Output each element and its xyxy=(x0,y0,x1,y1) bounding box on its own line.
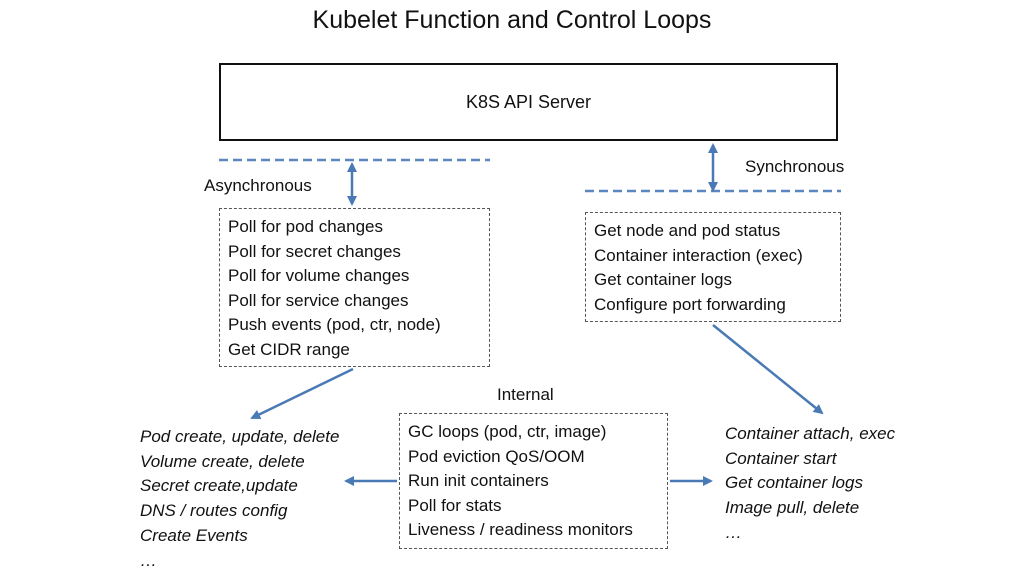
api-server-label: K8S API Server xyxy=(465,91,592,112)
sync-item: Container interaction (exec) xyxy=(594,245,803,265)
right-action-item: Get container logs xyxy=(725,473,863,493)
async-item: Get CIDR range xyxy=(228,339,350,359)
left-action-item: Volume create, delete xyxy=(140,451,305,471)
sync-item: Configure port forwarding xyxy=(594,294,786,314)
async-item: Poll for secret changes xyxy=(228,241,401,261)
synchronous-label: Synchronous xyxy=(745,157,845,176)
left-action-item: Pod create, update, delete xyxy=(140,427,340,446)
left-action-item: DNS / routes config xyxy=(140,501,288,521)
internal-label: Internal xyxy=(497,385,554,404)
asynchronous-label: Asynchronous xyxy=(204,176,312,195)
left-action-item: Create Events xyxy=(140,525,248,545)
internal-item: Run init containers xyxy=(408,471,549,490)
sync-to-right-arrow xyxy=(712,324,824,415)
async-item: Push events (pod, ctr, node) xyxy=(228,315,441,334)
sync-item: Get node and pod status xyxy=(594,221,781,240)
internal-item: Poll for stats xyxy=(408,495,502,515)
internal-item: GC loops (pod, ctr, image) xyxy=(408,422,607,441)
right-action-item: … xyxy=(725,522,742,542)
async-to-left-arrow xyxy=(250,367,354,420)
async-item: Poll for pod changes xyxy=(228,217,383,236)
internal-box: GC loops (pod, ctr, image) Pod eviction … xyxy=(399,413,668,549)
internal-item: Pod eviction QoS/OOM xyxy=(408,446,585,466)
left-action-item: … xyxy=(140,550,157,570)
internal-item: Liveness / readiness monitors xyxy=(408,520,633,539)
async-box: Poll for pod changes Poll for secret cha… xyxy=(219,208,490,367)
diagram-title: Kubelet Function and Control Loops xyxy=(312,6,712,34)
left-action-item: Secret create,update xyxy=(140,476,298,496)
right-action-item: Container start xyxy=(725,448,837,468)
left-action-list: Pod create, update, delete Volume create… xyxy=(140,425,339,573)
right-action-item: Image pull, delete xyxy=(725,498,860,518)
api-server-box: K8S API Server xyxy=(219,63,838,141)
sync-item: Get container logs xyxy=(594,270,732,289)
async-item: Poll for service changes xyxy=(228,290,409,310)
right-action-item: Container attach, exec xyxy=(725,424,896,443)
async-item: Poll for volume changes xyxy=(228,266,410,285)
right-action-list: Container attach, exec Container start G… xyxy=(725,422,895,546)
sync-box: Get node and pod status Container intera… xyxy=(585,212,841,322)
